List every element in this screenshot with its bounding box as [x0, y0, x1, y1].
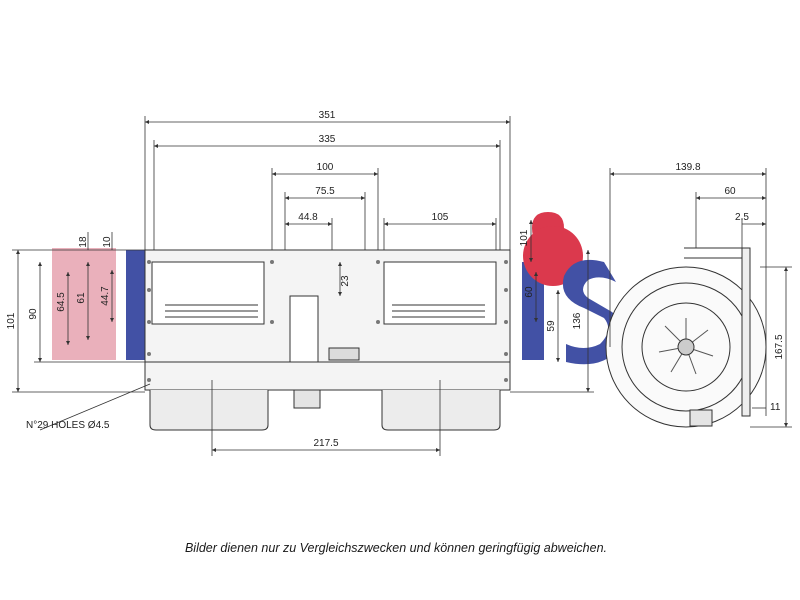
- dim-height-90: 90: [28, 308, 39, 320]
- dim-center-width: 100: [317, 162, 334, 173]
- dim-height-64-5: 64.5: [56, 292, 67, 312]
- dim-height-101b: 101: [519, 229, 530, 246]
- dim-side-11: 11: [770, 402, 781, 413]
- dim-side-60: 60: [724, 186, 736, 197]
- dim-height-23: 23: [340, 275, 351, 287]
- dim-height-61: 61: [76, 292, 87, 304]
- dim-height-59: 59: [546, 320, 557, 332]
- dim-height-10: 10: [102, 236, 113, 248]
- dim-bottom-width: 217.5: [313, 438, 338, 449]
- dim-mount-width: 335: [319, 134, 336, 145]
- dim-inner-width: 75.5: [315, 186, 335, 197]
- dim-slot-width: 44.8: [298, 212, 318, 223]
- dim-height-136: 136: [572, 312, 583, 329]
- dimension-lines: [12, 116, 792, 456]
- dim-side-2-5: 2.5: [735, 212, 749, 223]
- dim-height-18: 18: [78, 236, 89, 248]
- side-view: [605, 247, 767, 428]
- disclaimer-caption: Bilder dienen nur zu Vergleichszwecken u…: [184, 541, 608, 555]
- dim-outlet-width: 105: [432, 212, 449, 223]
- dim-height-44-7: 44.7: [100, 286, 111, 306]
- mounting-holes: [147, 260, 508, 382]
- holes-note: N°29 HOLES Ø4.5: [26, 420, 110, 431]
- dim-overall-width: 351: [319, 110, 336, 121]
- dim-total-height: 101: [6, 312, 17, 329]
- front-view: [144, 249, 511, 431]
- dim-side-depth: 139.8: [675, 162, 700, 173]
- dim-side-height: 167.5: [774, 334, 785, 359]
- dim-height-60: 60: [524, 286, 535, 298]
